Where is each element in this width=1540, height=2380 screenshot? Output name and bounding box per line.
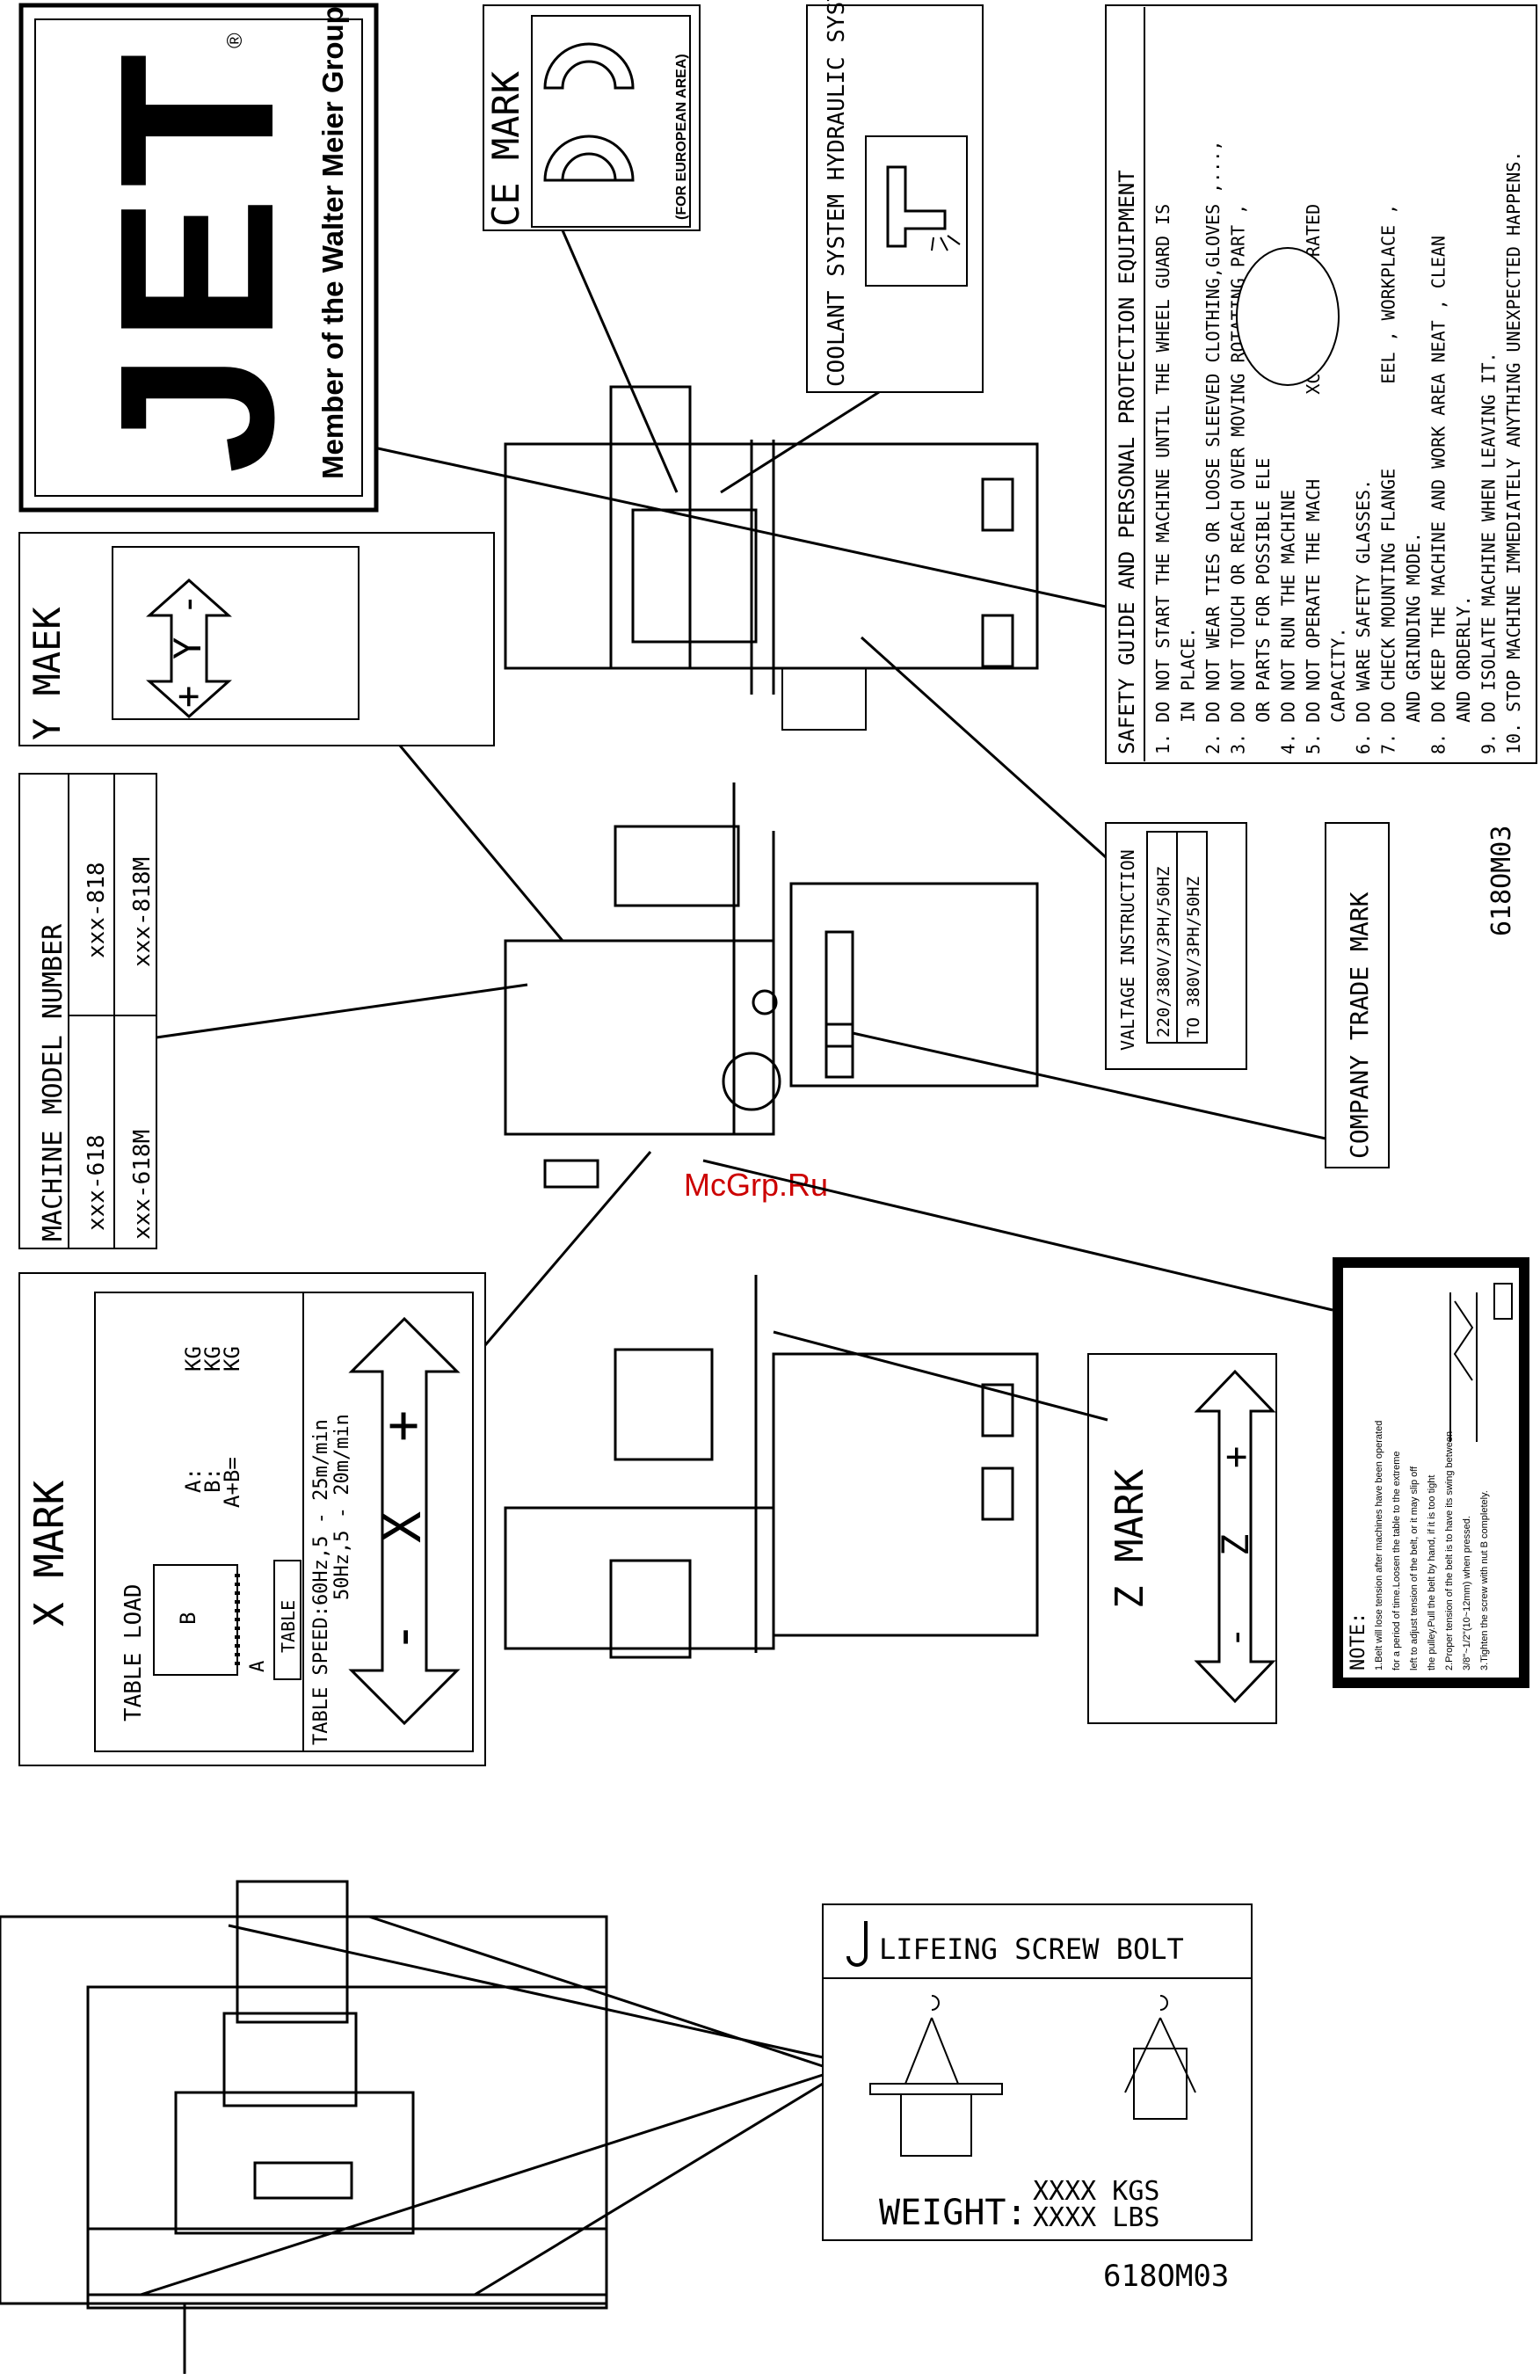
kg-unit: KG bbox=[181, 1346, 206, 1372]
safety-item: AND GRINDING MODE. bbox=[1403, 532, 1424, 754]
safety-item: AND ORDERLY. bbox=[1453, 595, 1474, 754]
table-speed-line2: 50Hz,5 - 20m/min bbox=[331, 1414, 353, 1600]
z-mark-label: Z MARK + Z - bbox=[1087, 1353, 1277, 1724]
safety-item: CAPACITY. bbox=[1328, 628, 1349, 755]
ce-symbol-e bbox=[543, 135, 635, 182]
lifting-sketch-side bbox=[1124, 1995, 1196, 2120]
load-b-text: B: bbox=[200, 1467, 225, 1493]
note-lines: 1.Belt will lose tension after machines … bbox=[1374, 1421, 1490, 1670]
y-mark-title: Y MAEK bbox=[25, 607, 69, 740]
voltage-line1: 220/380V/3PH/50HZ bbox=[1154, 867, 1173, 1037]
trademark-title: COMPANY TRADE MARK bbox=[1345, 892, 1374, 1159]
load-a-label: A bbox=[247, 1661, 269, 1672]
x-plus-sign: + bbox=[372, 1410, 433, 1442]
machine-top-view bbox=[504, 385, 1039, 731]
lifting-label: LIFEING SCREW BOLT WEIGHT: XXXX KGS XXXX… bbox=[822, 1903, 1253, 2241]
model-number-label: MACHINE MODEL NUMBER xxx-618 xxx-818 xxx… bbox=[18, 773, 157, 1249]
ce-mark-note: (FOR EUROPEAN AREA) bbox=[674, 54, 689, 220]
machine-front-view bbox=[504, 782, 1039, 1189]
model-cell: xxx-618 bbox=[84, 1134, 110, 1231]
load-b-label: B bbox=[176, 1612, 200, 1625]
kg-unit: KG bbox=[200, 1346, 225, 1372]
model-cell: xxx-618M bbox=[129, 1130, 156, 1240]
safety-items: 1. DO NOT START THE MACHINE UNTIL THE WH… bbox=[1152, 141, 1524, 754]
trademark-label: COMPANY TRADE MARK bbox=[1325, 822, 1390, 1168]
y-letter: Y bbox=[166, 637, 209, 659]
note-title: NOTE: bbox=[1348, 1612, 1369, 1670]
note-line: the pulley.Pull the belt by hand, if it … bbox=[1427, 1475, 1437, 1670]
safety-item: 2. DO NOT WEAR TIES OR LOOSE SLEEVED CLO… bbox=[1202, 141, 1224, 754]
safety-title: SAFETY GUIDE AND PERSONAL PROTECTION EQU… bbox=[1115, 170, 1139, 754]
safety-item: 9. DO ISOLATE MACHINE WHEN LEAVING IT. bbox=[1478, 352, 1500, 754]
machine-side-view bbox=[504, 1275, 1039, 1659]
safety-item: 8. DO KEEP THE MACHINE AND WORK AREA NEA… bbox=[1428, 236, 1449, 754]
y-plus-sign: + bbox=[166, 686, 209, 708]
belt-note-plate: NOTE: 1.Belt will lose tension after mac… bbox=[1333, 1257, 1529, 1688]
note-line: 3.Tighten the screw with nut B completel… bbox=[1479, 1490, 1490, 1670]
safety-item: 6. DO WARE SAFETY GLASSES. bbox=[1353, 479, 1374, 754]
table-load-text: TABLE LOAD bbox=[120, 1583, 147, 1721]
jet-logo-plate: JET ® Member of the Walter Meier Group bbox=[18, 3, 379, 513]
leader-lines bbox=[140, 229, 1333, 2296]
lifting-title: LIFEING SCREW BOLT bbox=[879, 1932, 1184, 1966]
note-line: left to adjust tension of the belt, or i… bbox=[1409, 1466, 1420, 1670]
table-speed-line1: TABLE SPEED:60Hz,5 - 25m/min bbox=[310, 1419, 332, 1745]
safety-obscured-area bbox=[1236, 247, 1340, 386]
ce-mark-label: CE MARK (FOR EUROPEAN AREA) bbox=[483, 4, 701, 231]
y-mark-label: Y MAEK + Y - bbox=[18, 532, 495, 746]
safety-guide-label: SAFETY GUIDE AND PERSONAL PROTECTION EQU… bbox=[1105, 4, 1537, 764]
model-title: MACHINE MODEL NUMBER bbox=[38, 923, 69, 1241]
safety-item: 7. DO CHECK MOUNTING FLANGE EEL , WORKPL… bbox=[1378, 204, 1399, 754]
z-mark-title: Z MARK bbox=[1108, 1469, 1152, 1609]
weight-label: WEIGHT: bbox=[879, 2193, 1028, 2233]
z-letter: Z bbox=[1214, 1534, 1257, 1556]
y-minus-sign: - bbox=[166, 593, 209, 615]
z-mark-arrow bbox=[1194, 1369, 1276, 1704]
safety-item: 10. STOP MACHINE IMMEDIATELY ANYTHING UN… bbox=[1503, 151, 1524, 754]
note-line: 2.Proper tension of the belt is to have … bbox=[1444, 1431, 1455, 1670]
machine-plan-view bbox=[0, 1880, 608, 2374]
y-mark-arrow bbox=[146, 578, 232, 719]
x-mark-label: X MARK TABLE LOAD B A TABLE A: B: A+B= K… bbox=[18, 1272, 486, 1766]
drawing-number-top: 618OM03 bbox=[1486, 826, 1517, 936]
ce-symbol-c bbox=[543, 42, 635, 90]
note-line: 3/8"~1/2"(10~12mm) when pressed. bbox=[1462, 1516, 1472, 1670]
coolant-nozzle-icon bbox=[886, 165, 947, 248]
coolant-system-label: COOLANT SYSTEM HYDRAULIC SYSTEM INDICTIO… bbox=[806, 0, 984, 393]
lifting-hook-icon bbox=[846, 1921, 868, 1967]
jet-logo: JET bbox=[74, 45, 319, 475]
belt-sketch bbox=[1449, 1283, 1513, 1442]
weight-lbs: XXXX LBS bbox=[1033, 2202, 1160, 2233]
load-a-text: A: bbox=[181, 1467, 206, 1493]
x-mark-arrow bbox=[348, 1316, 461, 1726]
load-ab-text: A+B= bbox=[220, 1457, 244, 1508]
safety-item: IN PLACE. bbox=[1178, 628, 1199, 755]
safety-item: 1. DO NOT START THE MACHINE UNTIL THE WH… bbox=[1152, 204, 1173, 754]
ce-mark-title: CE MARK bbox=[484, 70, 527, 227]
z-minus-sign: - bbox=[1214, 1627, 1257, 1649]
jet-tagline: Member of the Walter Meier Group bbox=[316, 6, 349, 479]
table-label: TABLE bbox=[278, 1600, 299, 1653]
model-cell: xxx-818M bbox=[129, 857, 156, 967]
coolant-title: COOLANT SYSTEM HYDRAULIC SYSTEM INDICTIO… bbox=[824, 0, 850, 387]
x-mark-title: X MARK bbox=[25, 1481, 73, 1627]
model-cell: xxx-818 bbox=[84, 862, 110, 958]
kg-unit: KG bbox=[220, 1346, 244, 1372]
safety-item: 4. DO NOT RUN THE MACHINE DED. bbox=[1278, 341, 1299, 754]
z-plus-sign: + bbox=[1214, 1446, 1257, 1468]
note-line: 1.Belt will lose tension after machines … bbox=[1374, 1421, 1384, 1670]
voltage-title: VALTAGE INSTRUCTION bbox=[1117, 849, 1138, 1051]
voltage-line2: TO 380V/3PH/50HZ bbox=[1184, 877, 1203, 1037]
drawing-number-bottom: 618OM03 bbox=[1103, 2259, 1229, 2294]
x-letter: X bbox=[372, 1511, 433, 1543]
jet-letters: JET bbox=[74, 45, 319, 475]
weight-kgs: XXXX KGS bbox=[1033, 2176, 1160, 2207]
jet-registered-mark: ® bbox=[223, 33, 247, 48]
lifting-sketch-front bbox=[869, 1995, 1003, 2157]
note-line: for a period of time.Loosen the table to… bbox=[1391, 1452, 1402, 1670]
x-minus-sign: - bbox=[372, 1621, 433, 1653]
voltage-label: VALTAGE INSTRUCTION 220/380V/3PH/50HZ TO… bbox=[1105, 822, 1247, 1070]
